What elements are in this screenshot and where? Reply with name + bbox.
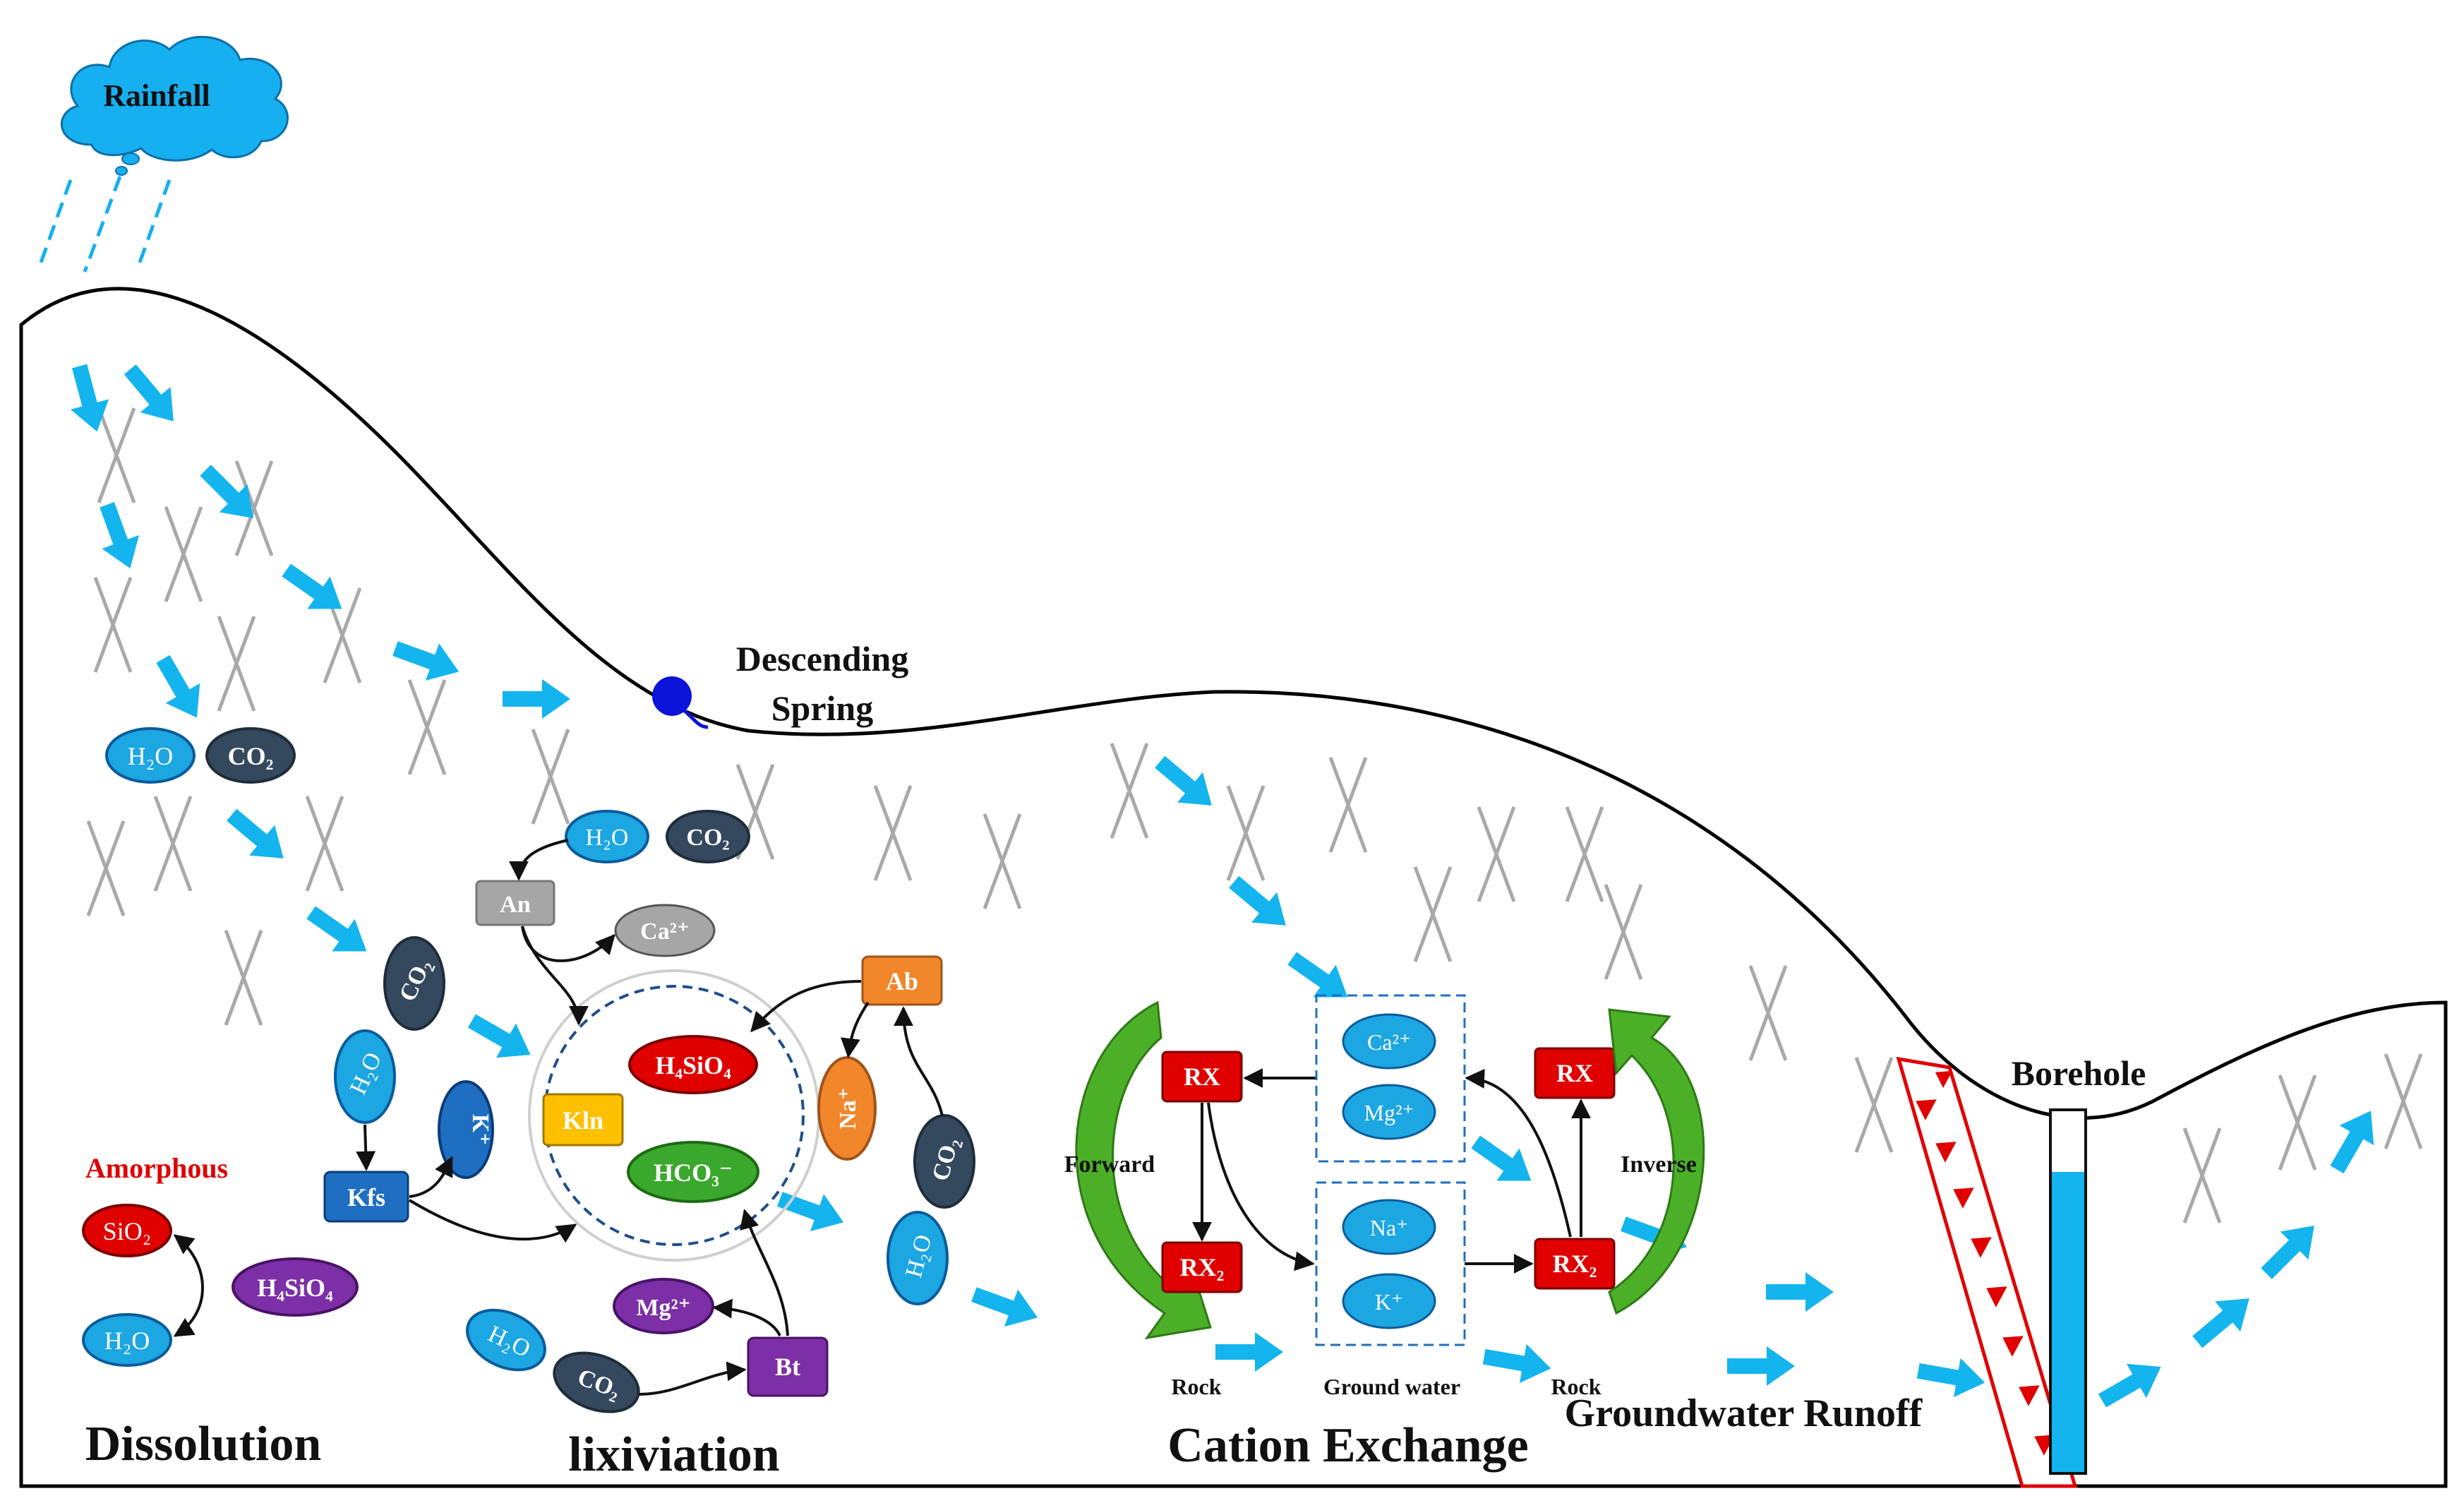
h2o-bottom-lix-ellipse: [466, 1308, 546, 1372]
rx-left-box: [1161, 1051, 1243, 1103]
h4sio4-center-label: H₄SiO₄: [655, 1051, 731, 1079]
rainfall-label: Rainfall: [103, 78, 210, 113]
fault-band: [1896, 1056, 2078, 1488]
forward-arrow: [1075, 1000, 1212, 1340]
co2-right-ellipse: [913, 1114, 975, 1209]
an-box: [475, 880, 555, 926]
h2o-top-ellipse: [565, 810, 649, 863]
forward-label: Forward: [1064, 1151, 1155, 1178]
h4sio4-ellipse: [232, 1257, 359, 1317]
groundwater-runoff-title: Groundwater Runoff: [1565, 1392, 1923, 1435]
inner-reaction-circle: [543, 985, 805, 1246]
co2-left-ellipse: [383, 936, 445, 1031]
rock-right-label: Rock: [1551, 1374, 1601, 1399]
ab-label: Ab: [886, 967, 918, 995]
kfs-box: [323, 1171, 409, 1223]
inverse-label: Inverse: [1621, 1151, 1697, 1178]
kln-box: [542, 1093, 624, 1147]
h4sio4-label: H₄SiO₄: [257, 1274, 333, 1302]
co2-bottom-ellipse: [553, 1351, 640, 1413]
rain-cloud: Rainfall: [37, 35, 289, 273]
k-ellipse: [438, 1080, 494, 1179]
dissolution-title: Dissolution: [85, 1417, 322, 1471]
h2o-label: H₂O: [128, 742, 174, 770]
co2-top-label: CO₂: [686, 825, 729, 851]
ab-box: [861, 955, 943, 1006]
borehole-label: Borehole: [2012, 1053, 2146, 1093]
k-exchange-ellipse: [1342, 1273, 1436, 1329]
h2o-bottom-label: H₂O: [104, 1327, 150, 1355]
k-label: K⁺: [467, 1114, 493, 1145]
h4sio4-center-ellipse: [628, 1035, 758, 1094]
rx-right-box: [1534, 1047, 1616, 1099]
sio2-ellipse: [82, 1204, 172, 1257]
na-label: Na⁺: [835, 1087, 861, 1130]
ca-exchange-ellipse: [1342, 1013, 1436, 1070]
h2o-right-ellipse: [887, 1211, 949, 1305]
rx-left-label: RX: [1184, 1063, 1220, 1091]
ca-label: Ca²⁺: [640, 918, 690, 945]
h2o-left-ellipse: [334, 1029, 396, 1124]
hco3-label: HCO₃⁻: [654, 1159, 733, 1187]
borehole: Borehole: [2012, 1053, 2146, 1475]
mg-label: Mg²⁺: [636, 1295, 690, 1321]
co2-ellipse: [205, 727, 296, 784]
ca-exchange-label: Ca²⁺: [1367, 1029, 1411, 1055]
na-exchange-ellipse: [1342, 1199, 1436, 1255]
descending-spring: Descending Spring: [652, 639, 908, 729]
dissolution-section: H₂O CO₂ Amorphous SiO₂ H₄SiO₄ H₂O Dissol…: [82, 727, 359, 1471]
kln-label: Kln: [563, 1106, 603, 1135]
h2o-ellipse: [105, 727, 196, 784]
co2-top-ellipse: [666, 810, 750, 863]
fault-zone: [1896, 1056, 2078, 1488]
ca-mg-box: [1315, 994, 1466, 1163]
mg-exchange-ellipse: [1342, 1084, 1436, 1140]
rx2-left-box: [1161, 1241, 1243, 1293]
hco3-ellipse: [627, 1141, 759, 1203]
kfs-label: Kfs: [347, 1183, 385, 1211]
spring-marker: [652, 676, 692, 716]
ground-water-label: Ground water: [1323, 1374, 1460, 1399]
h2o-top-label: H₂O: [586, 825, 629, 851]
rx2-left-label: RX₂: [1180, 1253, 1225, 1281]
rx-right-label: RX: [1556, 1059, 1593, 1087]
cation-exchange-title: Cation Exchange: [1167, 1418, 1528, 1473]
amorphous-label: Amorphous: [85, 1152, 228, 1184]
ca-ellipse: [614, 904, 716, 957]
cation-exchange-section: Forward RX RX₂ Ca²⁺ Mg²⁺ Na⁺ K⁺ RX RX₂ I…: [1064, 994, 1705, 1473]
spring-label-line2: Spring: [771, 688, 874, 728]
co2-label: CO₂: [228, 742, 274, 770]
bt-label: Bt: [775, 1353, 800, 1381]
k-exchange-label: K⁺: [1375, 1289, 1403, 1315]
an-label: An: [500, 892, 531, 918]
mg-exchange-label: Mg²⁺: [1364, 1100, 1414, 1125]
lixiviation-section: H₂O CO₂ An Ca²⁺ CO₂ H₂O K⁺ Kfs H₄SiO₄ Kl…: [323, 810, 975, 1482]
lixiviation-title: lixiviation: [568, 1428, 779, 1482]
bt-box: [747, 1336, 829, 1397]
na-exchange-label: Na⁺: [1370, 1215, 1408, 1240]
borehole-water: [2052, 1172, 2084, 1472]
inverse-arrow: [1608, 1008, 1705, 1315]
rx2-right-box: [1534, 1238, 1616, 1290]
h2o-bottom-ellipse: [82, 1313, 172, 1367]
rock-left-label: Rock: [1171, 1374, 1221, 1399]
spring-label-line1: Descending: [736, 639, 908, 678]
cloud-shape: [60, 35, 289, 162]
rx2-right-label: RX₂: [1553, 1250, 1597, 1278]
sio2-label: SiO₂: [103, 1217, 152, 1245]
